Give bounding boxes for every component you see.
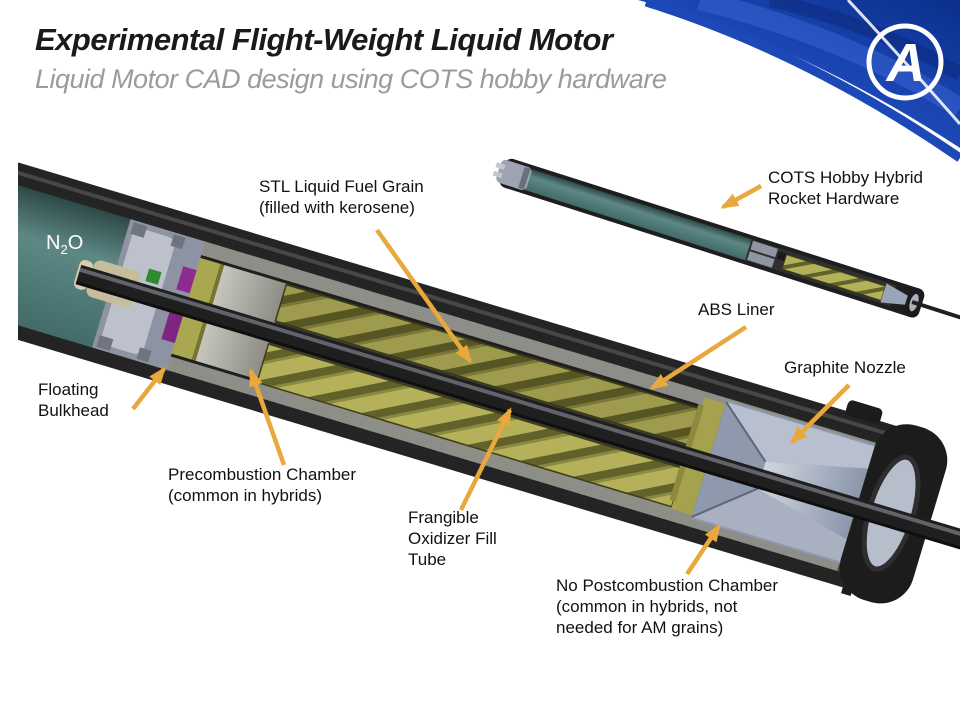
label-cots-hardware: COTS Hobby Hybrid Rocket Hardware (768, 167, 923, 209)
slide-header: Experimental Flight-Weight Liquid Motor … (35, 22, 667, 95)
oxidizer-fill-tube (75, 264, 960, 551)
main-motor-cutaway (18, 145, 960, 604)
logo-letter: A (885, 33, 926, 93)
label-graphite-nozzle: Graphite Nozzle (784, 357, 906, 378)
abs-liner-arrow (649, 325, 748, 390)
n2o-sub: 2 (60, 242, 68, 257)
no-postcombustion-arrow (685, 523, 721, 576)
graphite-nozzle-arrow (789, 383, 851, 445)
label-line: COTS Hobby Hybrid (768, 168, 923, 187)
stl-fuel-grain-arrow (375, 228, 472, 364)
label-line: Tube (408, 550, 447, 569)
abs-liner-bottom (166, 356, 842, 572)
label-line: No Postcombustion Chamber (556, 576, 779, 595)
floating-bulkhead-arrow (131, 366, 166, 411)
label-line: ABS Liner (698, 300, 775, 319)
label-frangible-tube: Frangible Oxidizer Fill Tube (408, 507, 497, 570)
label-line: Precombustion Chamber (168, 465, 357, 484)
callout-arrows (131, 184, 851, 576)
inset-valve-cap (492, 159, 532, 190)
label-no-postcombustion: No Postcombustion Chamber (common in hyb… (556, 575, 778, 638)
frangible-tube-arrow (458, 407, 513, 511)
label-line: Rocket Hardware (768, 189, 900, 208)
page-title: Experimental Flight-Weight Liquid Motor (35, 22, 613, 57)
label-line: Oxidizer Fill (408, 529, 497, 548)
label-line: needed for AM grains) (556, 618, 724, 637)
oxidizer-tank (18, 168, 131, 348)
label-line: Bulkhead (38, 401, 109, 420)
label-stl-fuel-grain: STL Liquid Fuel Grain (filled with keros… (259, 176, 424, 218)
label-line: (filled with kerosene) (259, 198, 415, 217)
page-subtitle: Liquid Motor CAD design using COTS hobby… (35, 64, 667, 94)
aerojet-logo-icon: A (866, 23, 944, 101)
label-line: Floating (38, 380, 99, 399)
label-n2o: N2O (46, 233, 83, 260)
cots-hybrid-motor-inset (492, 158, 960, 321)
inset-rod (911, 300, 960, 321)
label-abs-liner: ABS Liner (698, 299, 775, 320)
label-line: (common in hybrids) (168, 486, 322, 505)
inset-nozzle (880, 283, 915, 306)
precombustion-arrow (248, 368, 287, 466)
label-line: STL Liquid Fuel Grain (259, 177, 424, 196)
inset-fuel-grain (781, 253, 887, 302)
n2o-tail: O (67, 232, 84, 254)
label-line: (common in hybrids, not (556, 597, 738, 616)
label-line: Frangible (408, 508, 479, 527)
cots-hardware-arrow (720, 184, 763, 209)
n2o-base: N (46, 232, 61, 254)
inset-oxidizer-tube (523, 168, 754, 261)
label-line: Graphite Nozzle (784, 358, 906, 377)
label-floating-bulkhead: Floating Bulkhead (38, 379, 109, 421)
label-precombustion: Precombustion Chamber (common in hybrids… (168, 464, 356, 506)
